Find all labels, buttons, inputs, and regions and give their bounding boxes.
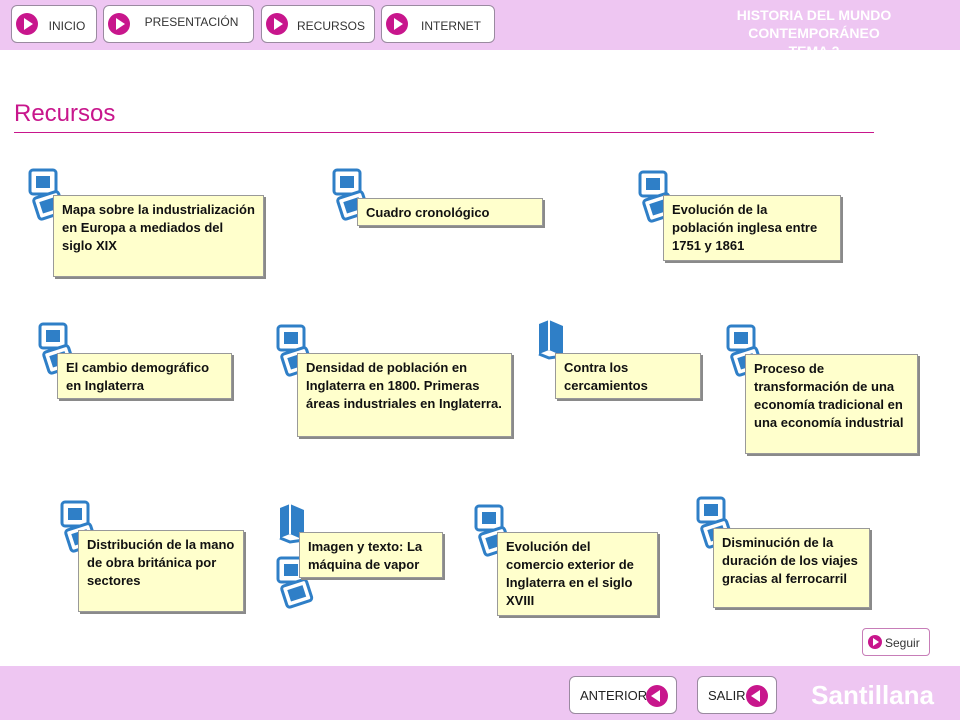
resource-item[interactable]: El cambio demográfico en Inglaterra (57, 353, 232, 399)
anterior-button[interactable]: ANTERIOR (569, 676, 677, 714)
play-icon (386, 13, 408, 35)
nav-internet-button[interactable]: INTERNET (381, 5, 495, 43)
resource-item[interactable]: Cuadro cronológico (357, 198, 543, 226)
play-icon (16, 13, 38, 35)
resource-item[interactable]: Contra los cercamientos (555, 353, 701, 399)
salir-label: SALIR (708, 688, 746, 703)
nav-label: INTERNET (421, 19, 481, 33)
resource-item[interactable]: Evolución del comercio exterior de Ingla… (497, 532, 658, 616)
back-arrow-icon (746, 685, 768, 707)
resource-item[interactable]: Disminución de la duración de los viajes… (713, 528, 870, 608)
page-title: Recursos (14, 100, 116, 127)
seguir-label: Seguir (885, 636, 920, 650)
resource-item[interactable]: Mapa sobre la industrialización en Europ… (53, 195, 264, 277)
course-title: HISTORIA DEL MUNDO CONTEMPORÁNEO TEMA 2 (684, 6, 944, 60)
resource-item[interactable]: Densidad de población en Inglaterra en 1… (297, 353, 512, 437)
book-icon (538, 320, 564, 360)
course-title-line2: TEMA 2 (788, 43, 840, 59)
resource-item[interactable]: Distribución de la mano de obra británic… (78, 530, 244, 612)
resource-item[interactable]: Imagen y texto: La máquina de vapor (299, 532, 443, 578)
resource-item[interactable]: Proceso de transformación de una economí… (745, 354, 918, 454)
resource-item[interactable]: Evolución de la población inglesa entre … (663, 195, 841, 261)
nav-label: RECURSOS (296, 19, 365, 33)
image-icon (276, 556, 314, 609)
salir-button[interactable]: SALIR (697, 676, 777, 714)
seguir-button[interactable]: Seguir (862, 628, 930, 656)
nav-inicio-button[interactable]: INICIO (11, 5, 97, 43)
nav-recursos-button[interactable]: RECURSOS (261, 5, 375, 43)
play-icon (108, 13, 130, 35)
nav-label: INICIO (48, 19, 86, 33)
nav-presentacion-button[interactable]: PRESENTACIÓN (103, 5, 254, 43)
brand-logo: Santillana (811, 680, 934, 710)
nav-label: PRESENTACIÓN (144, 15, 239, 29)
bottom-bar (0, 666, 960, 720)
book-icon (279, 504, 305, 544)
anterior-label: ANTERIOR (580, 688, 648, 703)
play-icon (266, 13, 288, 35)
play-icon (868, 635, 882, 649)
title-divider (14, 132, 874, 133)
back-arrow-icon (646, 685, 668, 707)
course-title-line1: HISTORIA DEL MUNDO CONTEMPORÁNEO (736, 7, 892, 41)
